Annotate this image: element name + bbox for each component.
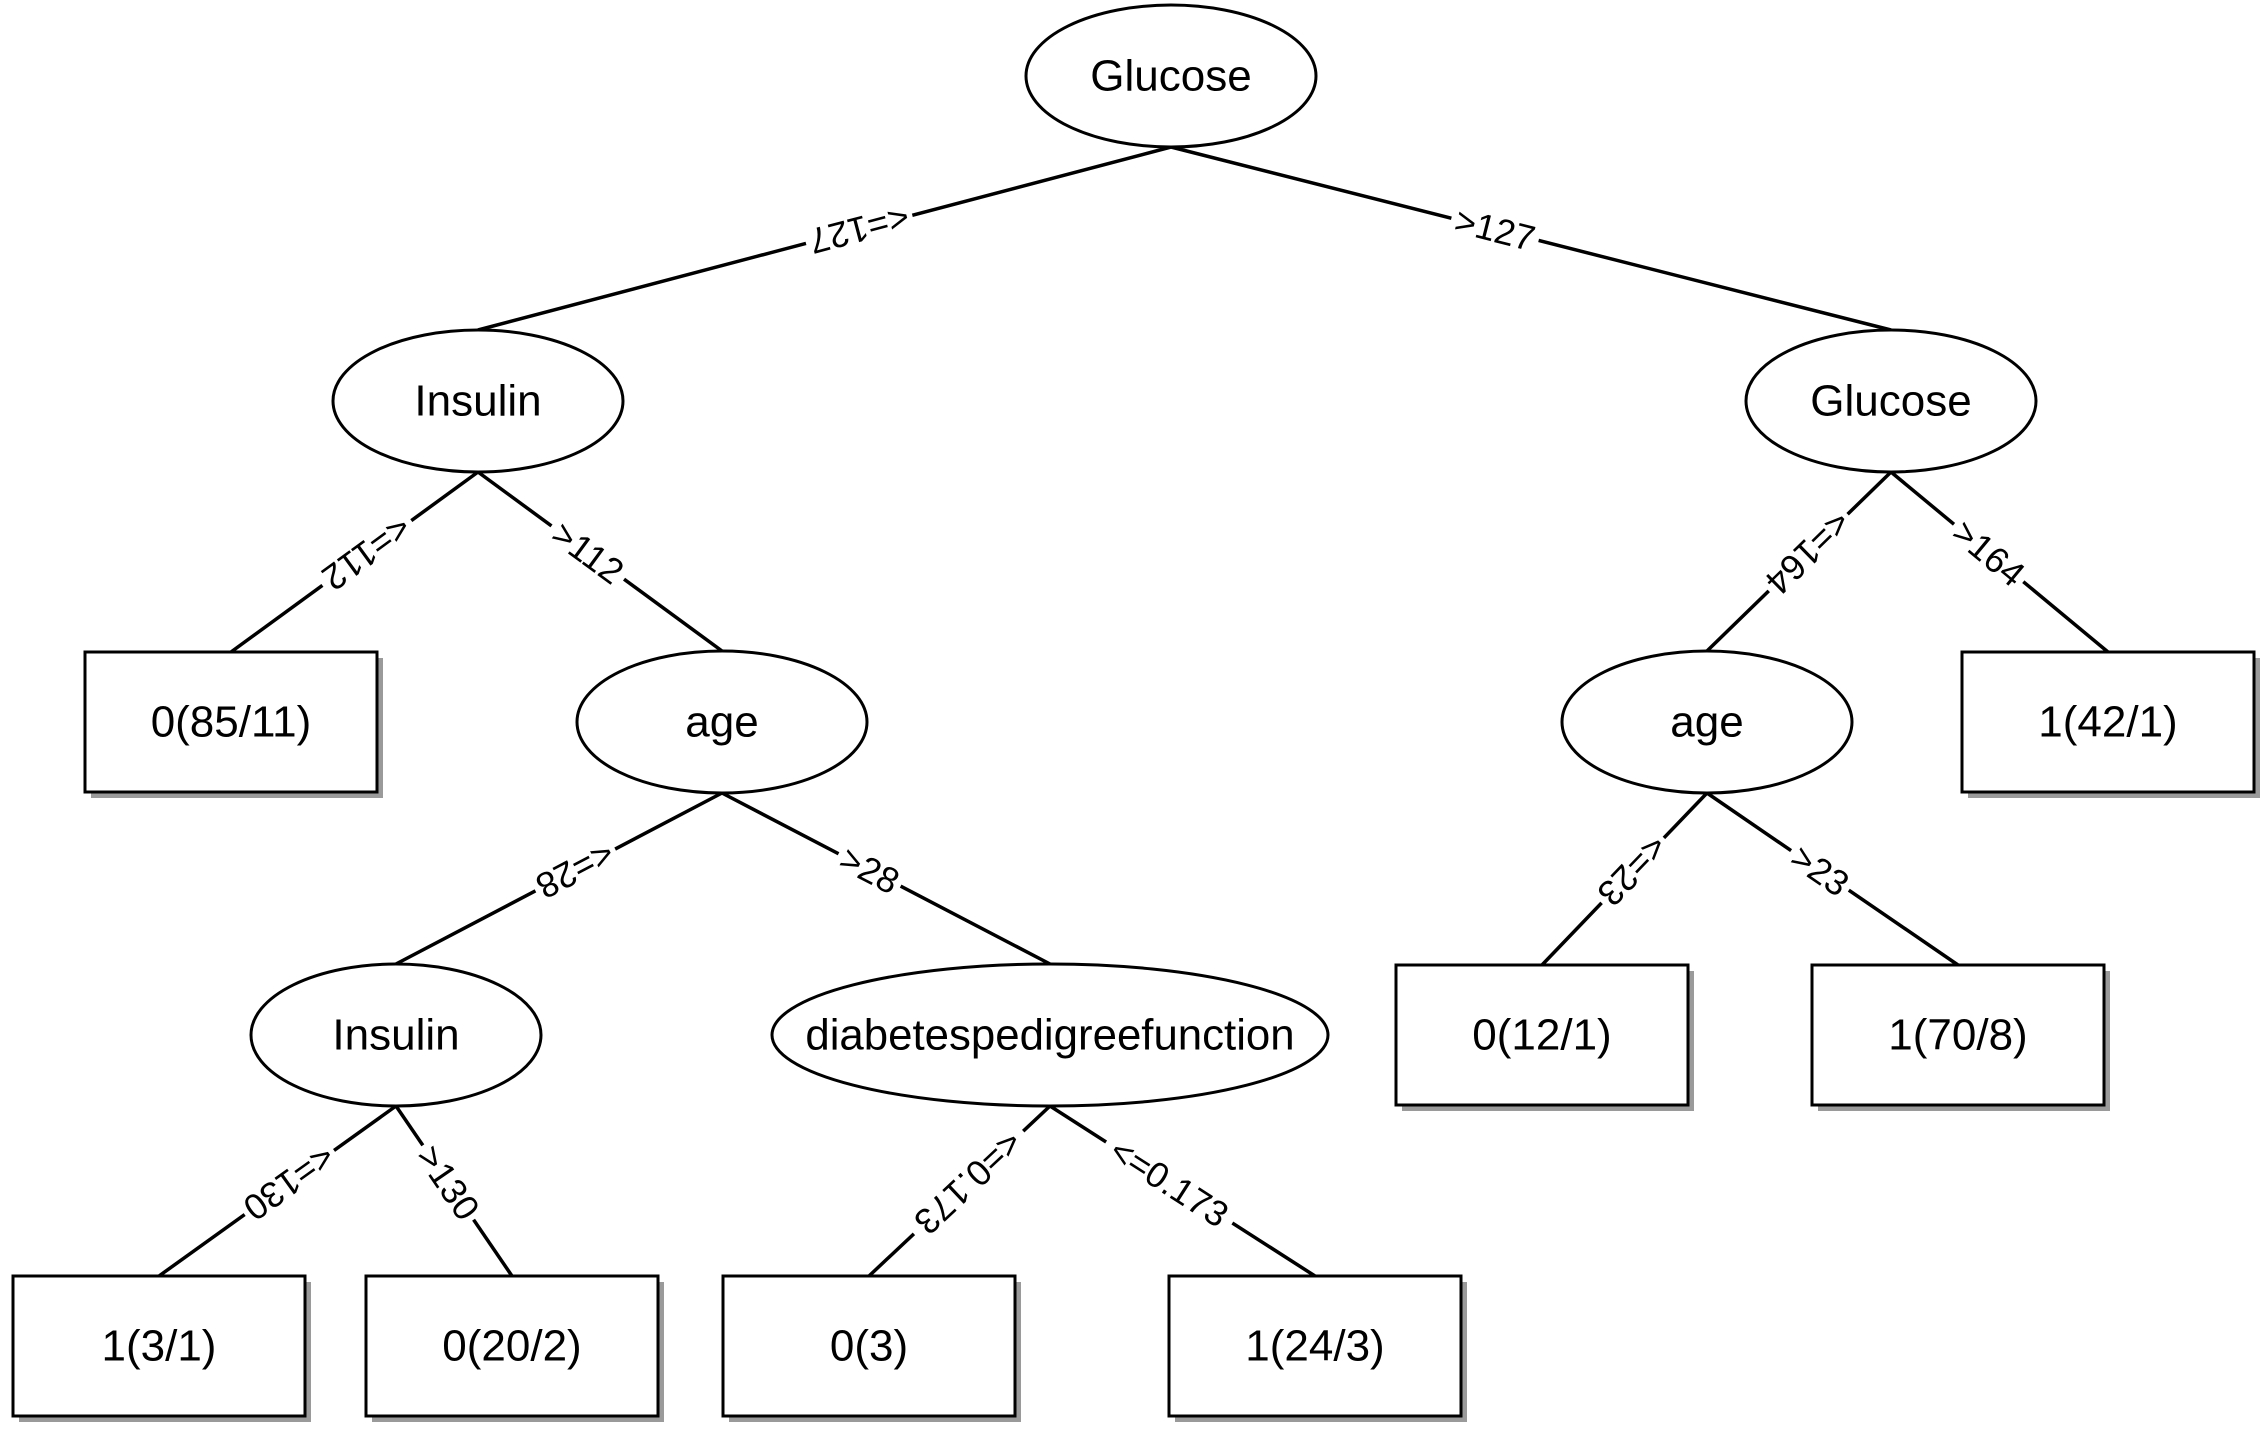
decision-ellipse [249,962,543,1108]
edge-label: <=112 [315,507,420,599]
leaf-box [1960,650,2256,794]
decision-ellipse [1024,3,1318,149]
node-label: age [685,698,758,747]
decision-node-glucose: Glucose [1744,328,2038,474]
node-label: 0(3) [830,1322,908,1371]
edge-root-insulin_1: <=127 [477,145,1172,332]
leaf-node-0-85-11: 0(85/11) [83,650,383,798]
edge-insulin_1-leaf_85_11: <=112 [229,470,480,654]
leaf-box [83,650,379,794]
leaf-node-0-12-1: 0(12/1) [1394,963,1694,1111]
decision-node-insulin: Insulin [331,328,625,474]
node-label: diabetespedigreefunction [805,1011,1294,1060]
edge-label-backing [1779,834,1861,907]
edge-label: <=130 [236,1136,343,1229]
edge-dpf-leaf_24_3: <=0.173 [1049,1104,1316,1278]
decision-node-diabetespedigreefunction: diabetespedigreefunction [770,962,1330,1108]
edge-label-backing [1587,824,1679,917]
edge-label: >127 [1451,199,1540,259]
edge-label: <=0.173 [1103,1130,1236,1236]
decision-node-age: age [1560,649,1854,795]
leaf-box [1394,963,1690,1107]
node-label: Glucose [1090,52,1251,101]
decision-node-insulin: Insulin [249,962,543,1108]
leaf-box [1167,1274,1463,1418]
decision-node-glucose: Glucose [1024,3,1318,149]
node-label: 1(70/8) [1888,1011,2027,1060]
edge-label-backing [1446,198,1544,260]
leaf-box [1810,963,2106,1107]
edge-root-glucose_2: >127 [1170,145,1892,332]
edge-dpf-leaf_3: <=0.173 [867,1104,1052,1278]
decision-ellipse [1744,328,2038,474]
edge-age_2-leaf_12_1: <=23 [1540,791,1709,967]
leaf-node-0-3: 0(3) [721,1274,1021,1422]
decision-ellipse [575,649,869,795]
node-label: Insulin [332,1011,459,1060]
edge-label: <=127 [805,196,914,262]
edge-glucose_2-age_2: <=164 [1705,470,1893,653]
node-label: 0(20/2) [442,1322,581,1371]
leaf-node-1-70-8: 1(70/8) [1810,963,2110,1111]
edge-label: <=0.173 [906,1122,1030,1242]
edge-label-backing [1095,1125,1244,1240]
leaf-node-1-3-1: 1(3/1) [11,1274,311,1422]
decision-ellipse [1560,649,1854,795]
node-label: 1(3/1) [102,1322,217,1371]
edge-label-backing [539,509,636,596]
edge-label-backing [1941,508,2037,598]
leaf-node-0-20-2: 0(20/2) [364,1274,664,1422]
edge-label-backing [829,836,910,904]
edge-label-backing [1754,499,1862,606]
leaf-node-1-24-3: 1(24/3) [1167,1274,1467,1422]
node-label: Insulin [414,377,541,426]
edge-label-backing [310,504,424,602]
edge-age_1-dpf: >28 [721,791,1051,966]
decision-ellipse [331,328,625,474]
node-label: 1(24/3) [1245,1322,1384,1371]
edge-label-backing [406,1134,491,1231]
edge-label: <=164 [1757,502,1859,603]
edge-label-backing [900,1116,1037,1249]
edge-label-backing [800,195,918,263]
edge-label: <=28 [529,833,621,907]
edge-label-backing [233,1134,346,1231]
edge-glucose_2-leaf_42_1: >164 [1889,470,2110,654]
node-label: 1(42/1) [2038,698,2177,747]
node-label: Glucose [1810,377,1971,426]
node-label: 0(12/1) [1472,1011,1611,1060]
leaf-box [364,1274,660,1418]
decision-node-age: age [575,649,869,795]
edge-label-backing [526,831,625,909]
leaf-box [11,1274,307,1418]
node-label: age [1670,698,1743,747]
edge-insulin_2-leaf_3_1: <=130 [157,1104,398,1278]
edge-insulin_2-leaf_20_2: >130 [394,1105,514,1277]
leaf-node-1-42-1: 1(42/1) [1960,650,2260,798]
leaf-box [721,1274,1017,1418]
node-label: 0(85/11) [151,698,312,747]
edge-age_1-insulin_2: <=28 [395,791,723,966]
decision-ellipse [770,962,1330,1108]
edge-age_2-leaf_70_8: >23 [1706,791,1959,967]
edge-insulin_1-age_1: >112 [476,470,724,653]
